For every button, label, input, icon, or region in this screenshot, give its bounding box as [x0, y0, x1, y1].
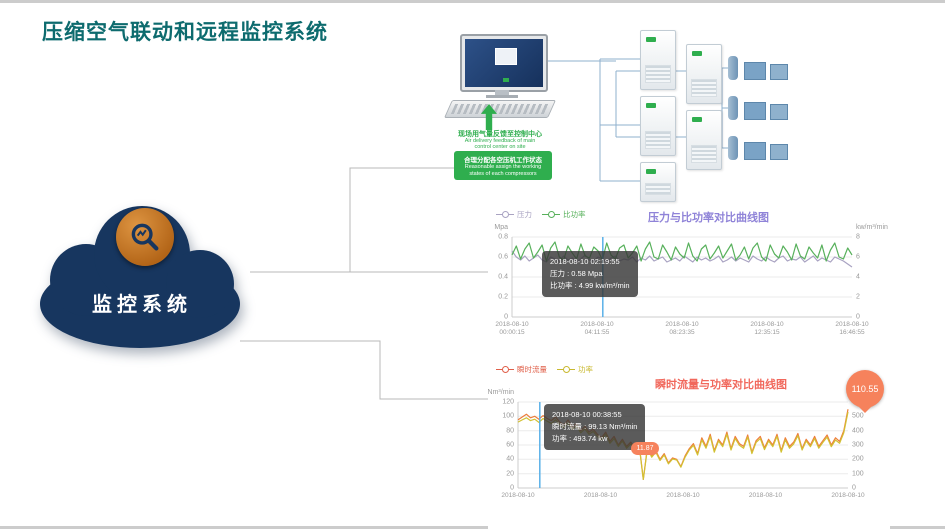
magnifier-icon: [131, 223, 159, 251]
control-diagram: 现场用气量反馈至控制中心 Air delivery feedback of ma…: [440, 22, 820, 208]
chart-tooltip: 2018-08-10 00:38:55 瞬时流量 : 99.13 Nm³/min…: [544, 404, 646, 450]
x-tick-label: 2018-08-10: [583, 492, 618, 499]
y-tick-label: 6: [856, 253, 860, 261]
monitoring-cloud: 监控系统: [28, 192, 256, 352]
cloud-shape: [40, 206, 240, 348]
tooltip-value: 功率 : 493.74 kw: [552, 434, 608, 443]
max-value-badge: 110.55: [846, 370, 884, 408]
legend-item-pressure[interactable]: 压力: [496, 209, 532, 220]
magnifier-badge: [116, 208, 174, 266]
axis-unit-label: kw/m³/min: [856, 224, 888, 231]
air-tank: [728, 56, 738, 80]
screen-logo: [503, 78, 509, 82]
assign-box: 合理分配各空压机工作状态 Reasonable assign the worki…: [454, 151, 552, 180]
keyboard: [443, 100, 557, 118]
chart-tooltip: 2018-08-10 02:19:55 压力 : 0.58 Mpa 比功率 : …: [542, 251, 638, 297]
compressor-unit: [686, 44, 722, 104]
chart-title: 压力与比功率对比曲线图: [648, 212, 769, 224]
y-tick-label: 4: [856, 273, 860, 281]
dryer-unit: [744, 102, 766, 120]
tooltip-value: 比功率 : 4.99 kw/m³/min: [550, 281, 630, 290]
computer-monitor: [460, 34, 548, 92]
compressor-unit: [640, 30, 676, 90]
y-tick-label: 0.8: [498, 233, 508, 241]
chart-title: 瞬时流量与功率对比曲线图: [655, 379, 787, 391]
tooltip-value: 瞬时流量 : 99.13 Nm³/min: [552, 422, 638, 431]
legend-marker-icon: [542, 211, 560, 218]
chart-legend: 压力 比功率: [496, 209, 586, 220]
slide-top-edge: [0, 0, 945, 3]
legend-marker-icon: [496, 366, 514, 373]
y-tick-label: 8: [856, 233, 860, 241]
y-tick-label: 0: [856, 313, 860, 321]
legend-item-specific-power[interactable]: 比功率: [542, 209, 586, 220]
air-tank: [728, 136, 738, 160]
y-tick-label: 40: [506, 455, 514, 463]
y-tick-label: 0: [504, 313, 508, 321]
y-tick-label: 300: [852, 441, 864, 449]
legend-marker-icon: [557, 366, 575, 373]
feedback-label-cn: 现场用气量反馈至控制中心: [458, 131, 542, 138]
y-tick-label: 20: [506, 470, 514, 478]
legend-marker-icon: [496, 211, 514, 218]
y-tick-label: 100: [502, 412, 514, 420]
chart-legend: 瞬时流量 功率: [496, 364, 593, 375]
y-tick-label: 80: [506, 427, 514, 435]
x-tick-label: 2018-08-10: [748, 492, 783, 499]
y-tick-label: 0.2: [498, 293, 508, 301]
slide-bottom-edge: [0, 526, 945, 529]
dryer-unit: [744, 142, 766, 160]
feedback-label-en: Air delivery feedback of main control ce…: [464, 138, 536, 150]
y-tick-label: 0: [510, 484, 514, 492]
cloud-label: 监控系统: [92, 294, 192, 316]
compressor-unit: [686, 110, 722, 170]
y-tick-label: 400: [852, 427, 864, 435]
y-tick-label: 100: [852, 470, 864, 478]
air-treatment-unit: [728, 94, 794, 122]
tooltip-time: 2018-08-10 02:19:55: [550, 257, 620, 266]
monitor-stand: [495, 90, 509, 95]
axis-unit-label: Nm³/min: [487, 389, 514, 396]
y-tick-label: 0.4: [498, 273, 508, 281]
y-tick-label: 0.6: [498, 253, 508, 261]
x-tick-label: 2018-08-10: [501, 492, 535, 499]
air-treatment-unit: [728, 54, 794, 82]
compressor-unit: [640, 162, 676, 202]
x-tick-label: 2018-08-10: [666, 492, 700, 499]
axis-unit-label: Mpa: [494, 224, 508, 231]
y-tick-label: 500: [852, 412, 864, 420]
filter-unit: [770, 104, 788, 120]
dryer-unit: [744, 62, 766, 80]
y-tick-label: 60: [506, 441, 514, 449]
y-tick-label: 0: [852, 484, 856, 492]
monitor-screen: [465, 39, 543, 87]
air-treatment-unit: [728, 134, 794, 162]
x-tick-label: 2018-08-10: [831, 492, 865, 499]
page-title: 压缩空气联动和远程监控系统: [42, 21, 328, 44]
filter-unit: [770, 144, 788, 160]
y-tick-label: 120: [502, 398, 514, 406]
screen-window: [495, 48, 517, 65]
flow-power-chart: 瞬时流量 功率 瞬时流量与功率对比曲线图 1201008060402006005…: [488, 356, 890, 529]
air-tank: [728, 96, 738, 120]
y-tick-label: 2: [856, 293, 860, 301]
filter-unit: [770, 64, 788, 80]
tooltip-time: 2018-08-10 00:38:55: [552, 410, 622, 419]
min-value-badge: 11.87: [631, 442, 659, 455]
tooltip-value: 压力 : 0.58 Mpa: [550, 269, 603, 278]
monitor-base: [486, 95, 518, 98]
legend-item-power[interactable]: 功率: [557, 364, 593, 375]
compressor-unit: [640, 96, 676, 156]
legend-item-flow[interactable]: 瞬时流量: [496, 364, 547, 375]
y-tick-label: 200: [852, 455, 864, 463]
